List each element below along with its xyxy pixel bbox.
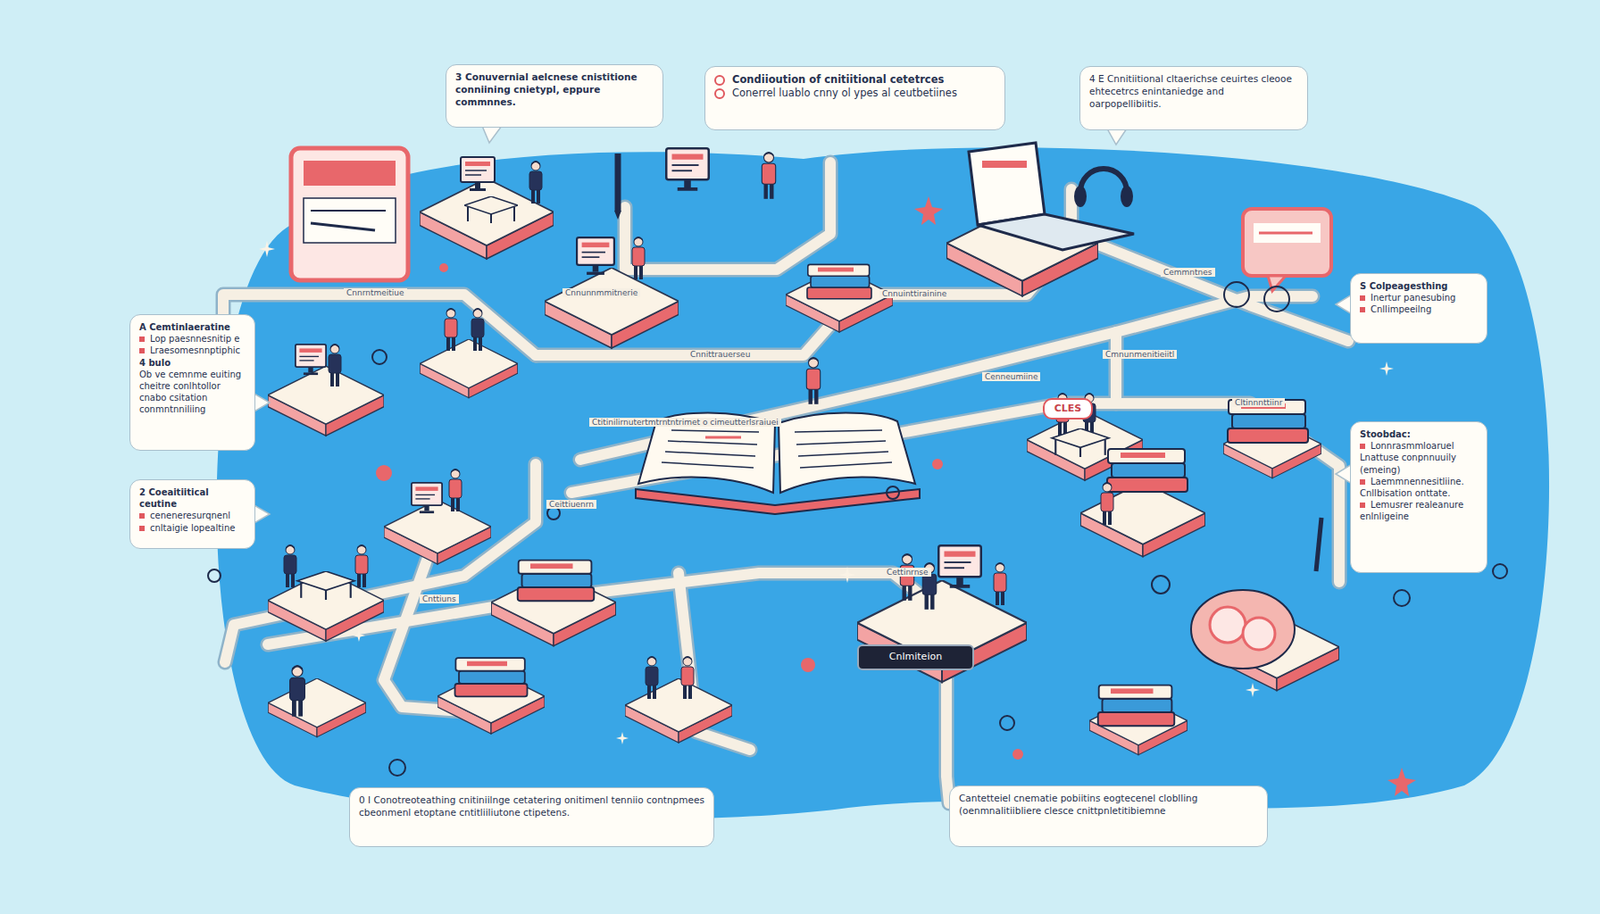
callout-box: 4 E Cnnitiitional cltaerichse ceuirtes c… bbox=[1079, 66, 1309, 131]
node-line: Lemusrer realeanure bbox=[1359, 499, 1478, 511]
node-heading: CLES bbox=[1050, 402, 1086, 415]
node-line: Lonnrasmmloaruel bbox=[1359, 440, 1478, 452]
node-line: 4 bulo bbox=[139, 357, 246, 369]
path-label: Cnnrntmeitiue bbox=[343, 288, 408, 298]
node-heading: Cantetteiel cnematie pobiitins eogtecene… bbox=[958, 792, 1259, 818]
node-heading: Cnlmiteion bbox=[866, 650, 966, 663]
path-label: Cnttiuns bbox=[419, 594, 459, 604]
node-line: Ob ve cemnme euiting cheitre conlhtollor… bbox=[139, 368, 246, 417]
node-line: Cnllimpeeilng bbox=[1359, 303, 1478, 316]
callout-box: Stoobdac:LonnrasmmloaruelLnattuse conpnn… bbox=[1350, 421, 1488, 574]
node-line: Cnllbisation onttate. bbox=[1359, 487, 1478, 500]
node-line: enlnligeine bbox=[1359, 510, 1478, 523]
callout-box: Cantetteiel cnematie pobiitins eogtecene… bbox=[949, 785, 1268, 848]
node-heading: 4 E Cnnitiitional cltaerichse ceuirtes c… bbox=[1089, 73, 1299, 111]
callout-box: 0 I Conotreoteathing cnitiniilnge cetate… bbox=[349, 787, 715, 848]
node-line: Lraesomesnnptiphic bbox=[139, 344, 246, 357]
sign-board: Cnlmiteion bbox=[857, 644, 975, 671]
path-label: Ctitinilirnutertmtrntntrimet o cimeutter… bbox=[589, 417, 782, 427]
callout-box: 2 Coeaitiitical ceutineceneneresurqnenlc… bbox=[129, 479, 256, 550]
node-heading: 3 Conuvernial aelcnese cnistitione conni… bbox=[455, 71, 654, 109]
node-line: cnltaigie lopealtine bbox=[139, 522, 246, 534]
path-label: Cettinrnse bbox=[883, 567, 932, 577]
node-line: Conerrel luablo cnny ol ypes al ceutbeti… bbox=[714, 86, 996, 100]
node-line: Lnattuse conpnnuuily (emeing) bbox=[1359, 451, 1478, 475]
node-heading: S Colpeagesthing bbox=[1359, 280, 1478, 292]
node-heading: Stoobdac: bbox=[1359, 428, 1478, 441]
node-line: Lop paesnnesnitip e bbox=[139, 333, 246, 345]
callout-box: 3 Conuvernial aelcnese cnistitione conni… bbox=[445, 64, 664, 128]
path-label: Cnnuinttirainine bbox=[879, 289, 950, 299]
callout-box: S ColpeagesthingInertur panesubingCnllim… bbox=[1350, 273, 1488, 344]
node-heading: 2 Coeaitiitical ceutine bbox=[139, 486, 246, 510]
node-line: ceneneresurqnenl bbox=[139, 509, 246, 522]
callout-box: A CemtinlaeratineLop paesnnesnitip eLrae… bbox=[129, 314, 256, 451]
node-line: Inertur panesubing bbox=[1359, 291, 1478, 304]
path-label: Cnnittrauerseu bbox=[687, 350, 753, 359]
node-line: Laemmnennesitliine. bbox=[1359, 475, 1478, 488]
path-label: Cmnunmenitieiitl bbox=[1102, 350, 1177, 359]
path-label: Cemmntnes bbox=[1160, 267, 1216, 277]
node-heading: 0 I Conotreoteathing cnitiniilnge cetate… bbox=[358, 794, 705, 820]
path-label: Cenneumiine bbox=[982, 372, 1041, 382]
path-label: Cltinnnttiinr bbox=[1232, 398, 1285, 408]
path-label: Cnnunnmmitnerie bbox=[562, 288, 641, 298]
path-label: Ceittiuenrn bbox=[546, 500, 597, 509]
callout-box: Condiioution of cnitiitional cetetrcesCo… bbox=[704, 66, 1006, 131]
speech-bubble: CLES bbox=[1042, 398, 1093, 420]
node-heading: Condiioution of cnitiitional cetetrces bbox=[714, 73, 996, 87]
node-heading: A Cemtinlaeratine bbox=[139, 321, 246, 334]
